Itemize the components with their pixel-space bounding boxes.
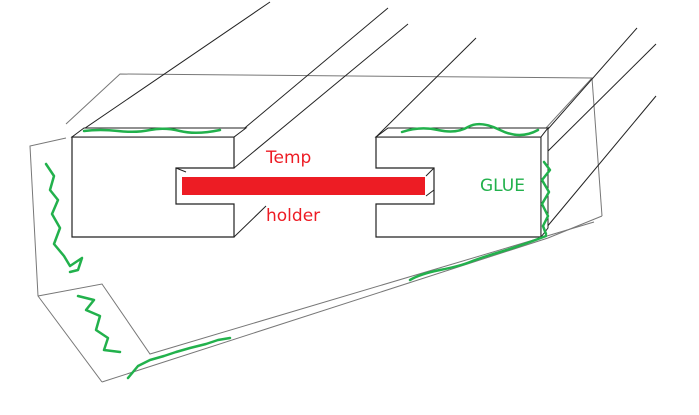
perspective-line-7 [540, 95, 657, 235]
slot-edges [175, 167, 435, 197]
glue-stroke-lower-left [76, 294, 122, 354]
glue-label: GLUE [480, 176, 525, 196]
glue-stroke-right-top [400, 122, 540, 137]
outer-frame-lower-shell [37, 221, 595, 355]
right-slot-lower-edge [425, 189, 435, 197]
glue-stroke-bottom-right [408, 234, 548, 282]
perspective-line-8 [233, 205, 267, 238]
outer-frame-top-edge [65, 73, 594, 129]
outer-frame-left-side [29, 137, 103, 383]
glue-stroke-left-side [44, 162, 84, 274]
right-slot-inner-edge [425, 167, 435, 177]
left-block [71, 136, 235, 238]
outer-frame-bottom-edge [101, 237, 549, 383]
perspective-line-2 [233, 7, 389, 138]
perspective-line-6 [540, 43, 657, 159]
holder-label: holder [266, 206, 321, 226]
perspective-line-4 [375, 37, 477, 138]
glue-stroke-right-side [540, 160, 552, 236]
glue-strokes [44, 122, 552, 380]
outer-frame-bottom-right-edge [547, 215, 603, 239]
outer-frame-back-right-edge [591, 77, 603, 217]
perspective-line-5 [540, 27, 638, 138]
perspective-line-1 [71, 1, 271, 138]
perspective-line-3 [233, 23, 409, 169]
glue-stroke-bottom-left [126, 336, 232, 380]
temp-label: Temp [266, 148, 312, 168]
temp-holder-bar [182, 177, 425, 195]
outer-frame [29, 73, 603, 383]
glue-stroke-left-top [82, 127, 222, 134]
left-slot-inner-edge [175, 167, 187, 173]
